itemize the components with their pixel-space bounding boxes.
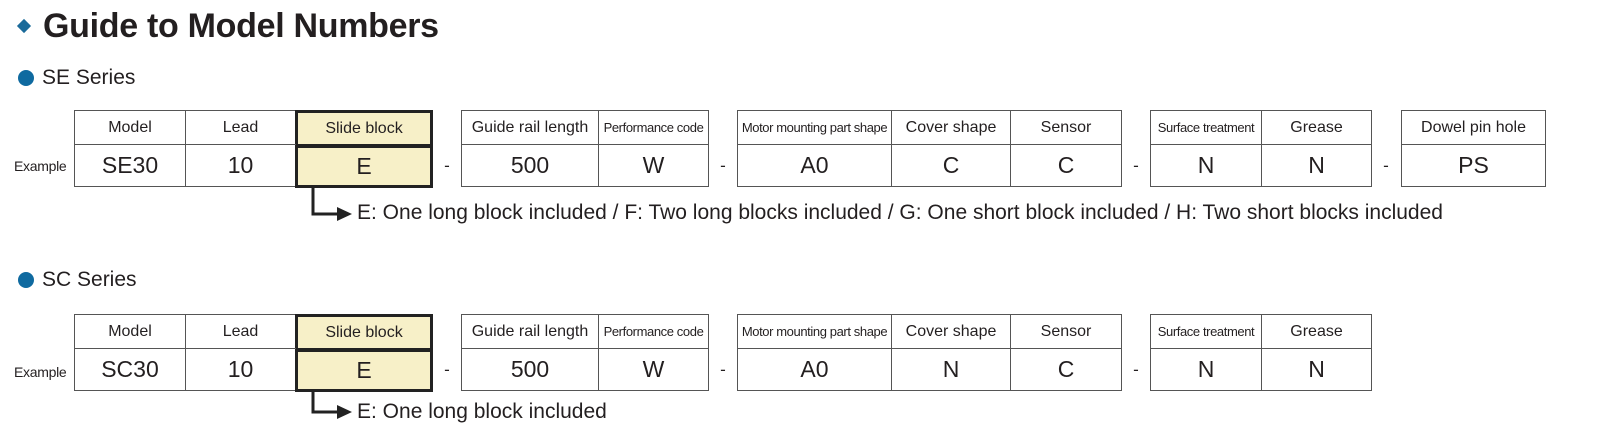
diamond-bullet-icon: [16, 18, 32, 34]
sc-value-model: SC30: [74, 348, 186, 391]
se-header-slide-block: Slide block: [295, 110, 433, 147]
bullet-dot-icon: [18, 70, 34, 86]
sc-value-cover-shape: N: [891, 348, 1011, 391]
sc-header-cover-shape: Cover shape: [891, 314, 1011, 349]
page-title-text: Guide to Model Numbers: [43, 6, 439, 45]
se-value-sensor: C: [1010, 144, 1122, 187]
se-header-motor-mounting: Motor mounting part shape: [737, 110, 892, 145]
se-header-surface-treatment: Surface treatment: [1150, 110, 1262, 145]
sc-header-guide-rail-length: Guide rail length: [461, 314, 599, 349]
se-example-label: Example: [14, 158, 67, 174]
separator-dash: -: [720, 360, 726, 379]
se-value-performance-code: W: [598, 144, 709, 187]
sc-header-model: Model: [74, 314, 186, 349]
se-header-cover-shape: Cover shape: [891, 110, 1011, 145]
sc-series-name: SC Series: [42, 268, 137, 291]
arrow-icon: [311, 392, 352, 419]
se-value-guide-rail-length: 500: [461, 144, 599, 187]
arrow-icon: [311, 188, 352, 221]
sc-value-slide-block: E: [295, 349, 433, 392]
sc-value-grease: N: [1261, 348, 1372, 391]
se-header-sensor: Sensor: [1010, 110, 1122, 145]
separator-dash: -: [1383, 156, 1389, 175]
se-value-cover-shape: C: [891, 144, 1011, 187]
se-value-dowel-pin-hole: PS: [1401, 144, 1546, 187]
bullet-dot-icon: [18, 272, 34, 288]
separator-dash: -: [444, 360, 450, 379]
sc-header-grease: Grease: [1261, 314, 1372, 349]
sc-example-label: Example: [14, 364, 67, 380]
se-series-heading: SE Series: [18, 65, 135, 91]
se-slide-block-note: E: One long block included / F: Two long…: [357, 201, 1443, 224]
se-value-grease: N: [1261, 144, 1372, 187]
se-value-model: SE30: [74, 144, 186, 187]
sc-value-surface-treatment: N: [1150, 348, 1262, 391]
sc-value-motor-mounting: A0: [737, 348, 892, 391]
separator-dash: -: [1133, 156, 1139, 175]
sc-header-motor-mounting: Motor mounting part shape: [737, 314, 892, 349]
sc-header-sensor: Sensor: [1010, 314, 1122, 349]
separator-dash: -: [444, 156, 450, 175]
sc-value-guide-rail-length: 500: [461, 348, 599, 391]
sc-value-performance-code: W: [598, 348, 709, 391]
page-title: Guide to Model Numbers: [16, 4, 439, 48]
se-header-model: Model: [74, 110, 186, 145]
sc-header-lead: Lead: [185, 314, 296, 349]
sc-header-surface-treatment: Surface treatment: [1150, 314, 1262, 349]
se-value-slide-block: E: [295, 145, 433, 188]
sc-value-sensor: C: [1010, 348, 1122, 391]
sc-header-slide-block: Slide block: [295, 314, 433, 351]
separator-dash: -: [720, 156, 726, 175]
se-value-surface-treatment: N: [1150, 144, 1262, 187]
se-series-name: SE Series: [42, 66, 136, 89]
se-header-performance-code: Performance code: [598, 110, 709, 145]
se-header-guide-rail-length: Guide rail length: [461, 110, 599, 145]
sc-header-performance-code: Performance code: [598, 314, 709, 349]
sc-series-heading: SC Series: [18, 267, 137, 293]
sc-value-lead: 10: [185, 348, 296, 391]
se-header-lead: Lead: [185, 110, 296, 145]
se-header-dowel-pin-hole: Dowel pin hole: [1401, 110, 1546, 145]
se-header-grease: Grease: [1261, 110, 1372, 145]
separator-dash: -: [1133, 360, 1139, 379]
se-value-motor-mounting: A0: [737, 144, 892, 187]
se-value-lead: 10: [185, 144, 296, 187]
sc-slide-block-note: E: One long block included: [357, 400, 607, 423]
